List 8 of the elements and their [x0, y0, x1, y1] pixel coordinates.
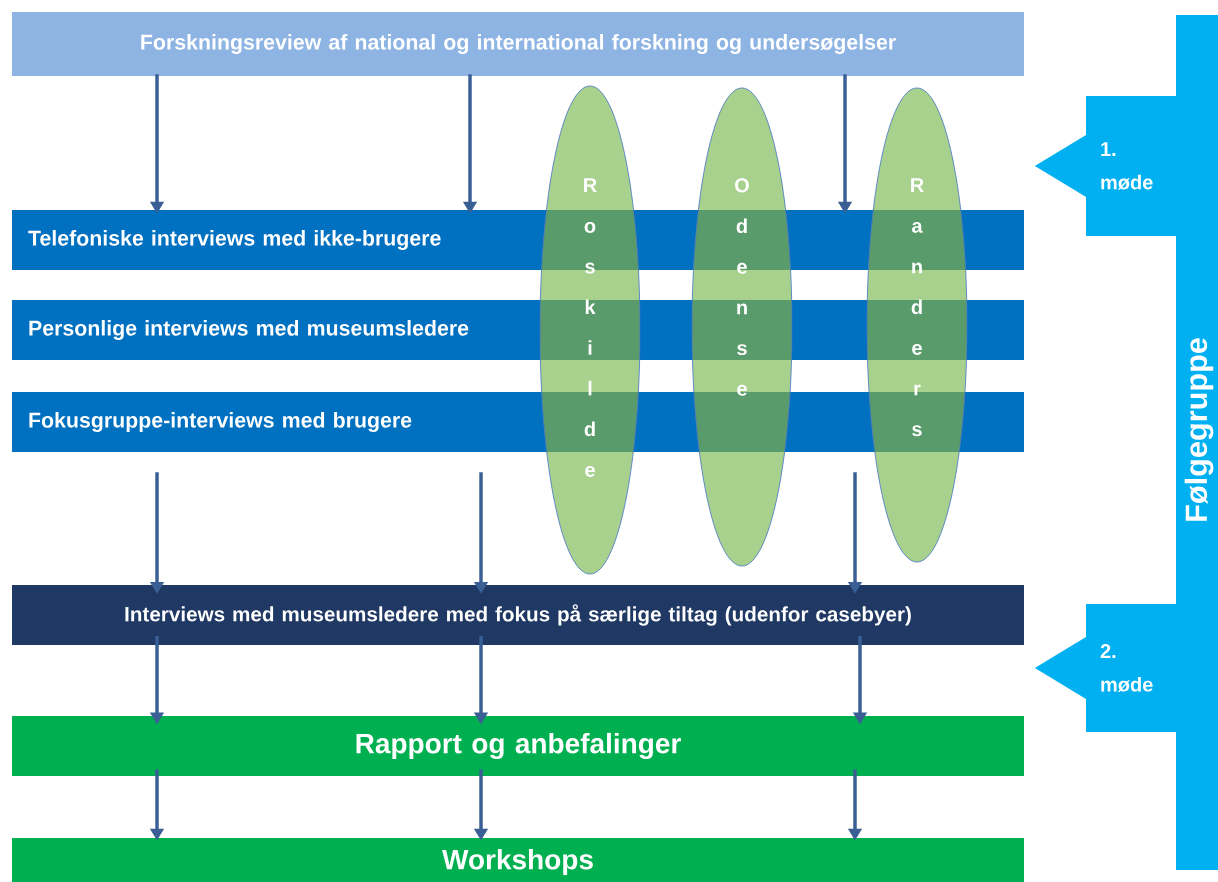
result-box: Workshops [12, 838, 1024, 882]
node-label: 2. møde [1100, 644, 1153, 692]
title-box: Forskningsreview af national og international forskning og undersøgelser [12, 12, 1024, 76]
node-label: 1. møde [1101, 142, 1153, 190]
process-box: Interviews med museumsledere med fokus på særlige tiltag (udenfor casebyer) [12, 585, 1024, 645]
meeting-box: 2. møde [1086, 604, 1176, 732]
result-box: Rapport og anbefalinger [12, 716, 1024, 776]
meeting-box: 1. møde [1086, 96, 1176, 236]
